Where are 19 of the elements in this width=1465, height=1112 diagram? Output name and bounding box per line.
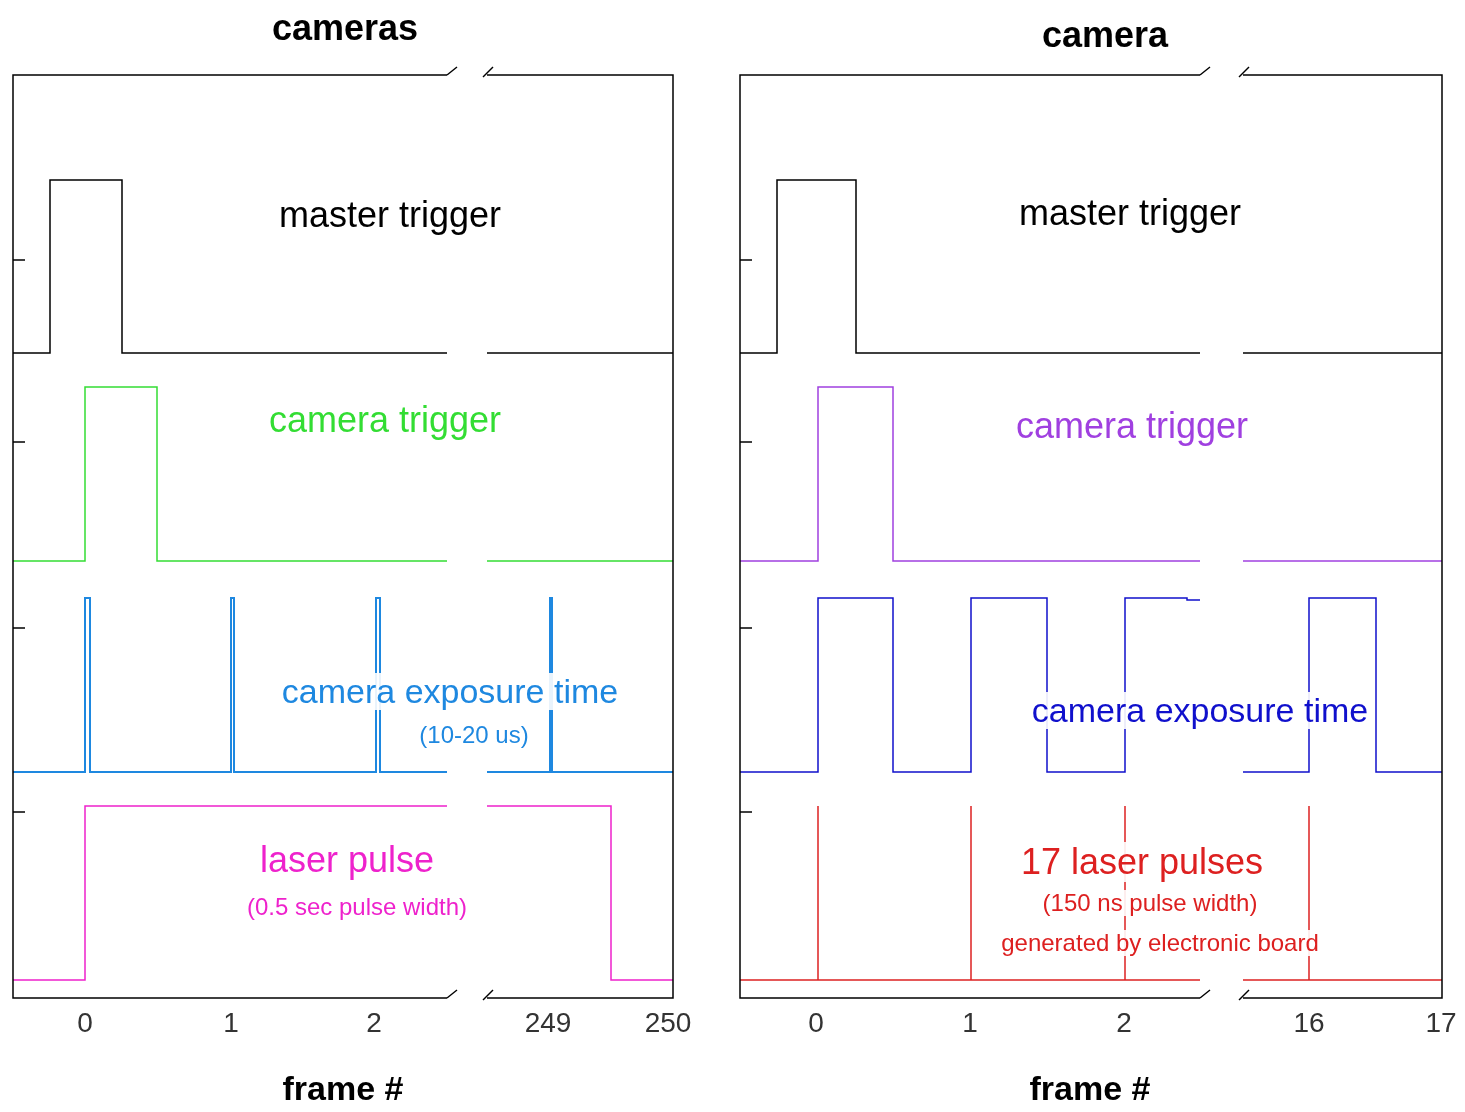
tick-label: 1 (223, 1008, 239, 1039)
tick-label: 2 (1116, 1008, 1132, 1039)
signal-name: 17 laser pulses (1020, 842, 1264, 882)
signal-name: camera exposure time (1031, 692, 1369, 730)
signal-note: (150 ns pulse width) (1042, 890, 1258, 917)
tick-label: 1 (962, 1008, 978, 1039)
tick-label: 17 (1425, 1008, 1457, 1039)
tick-label: 0 (808, 1008, 824, 1039)
tick-label: 2 (366, 1008, 382, 1039)
tick-label: 16 (1293, 1008, 1325, 1039)
signal-note: generated by electronic board (1001, 930, 1319, 957)
panel-heading: cameras (271, 8, 419, 48)
tick-label: 249 (524, 1008, 572, 1039)
signal-name: camera exposure time (281, 673, 619, 711)
panel-heading: camera (1041, 15, 1169, 55)
axis-title: frame # (282, 1070, 404, 1108)
axis-title: frame # (1029, 1070, 1151, 1108)
tick-label: 250 (644, 1008, 692, 1039)
tick-label: 0 (77, 1008, 93, 1039)
